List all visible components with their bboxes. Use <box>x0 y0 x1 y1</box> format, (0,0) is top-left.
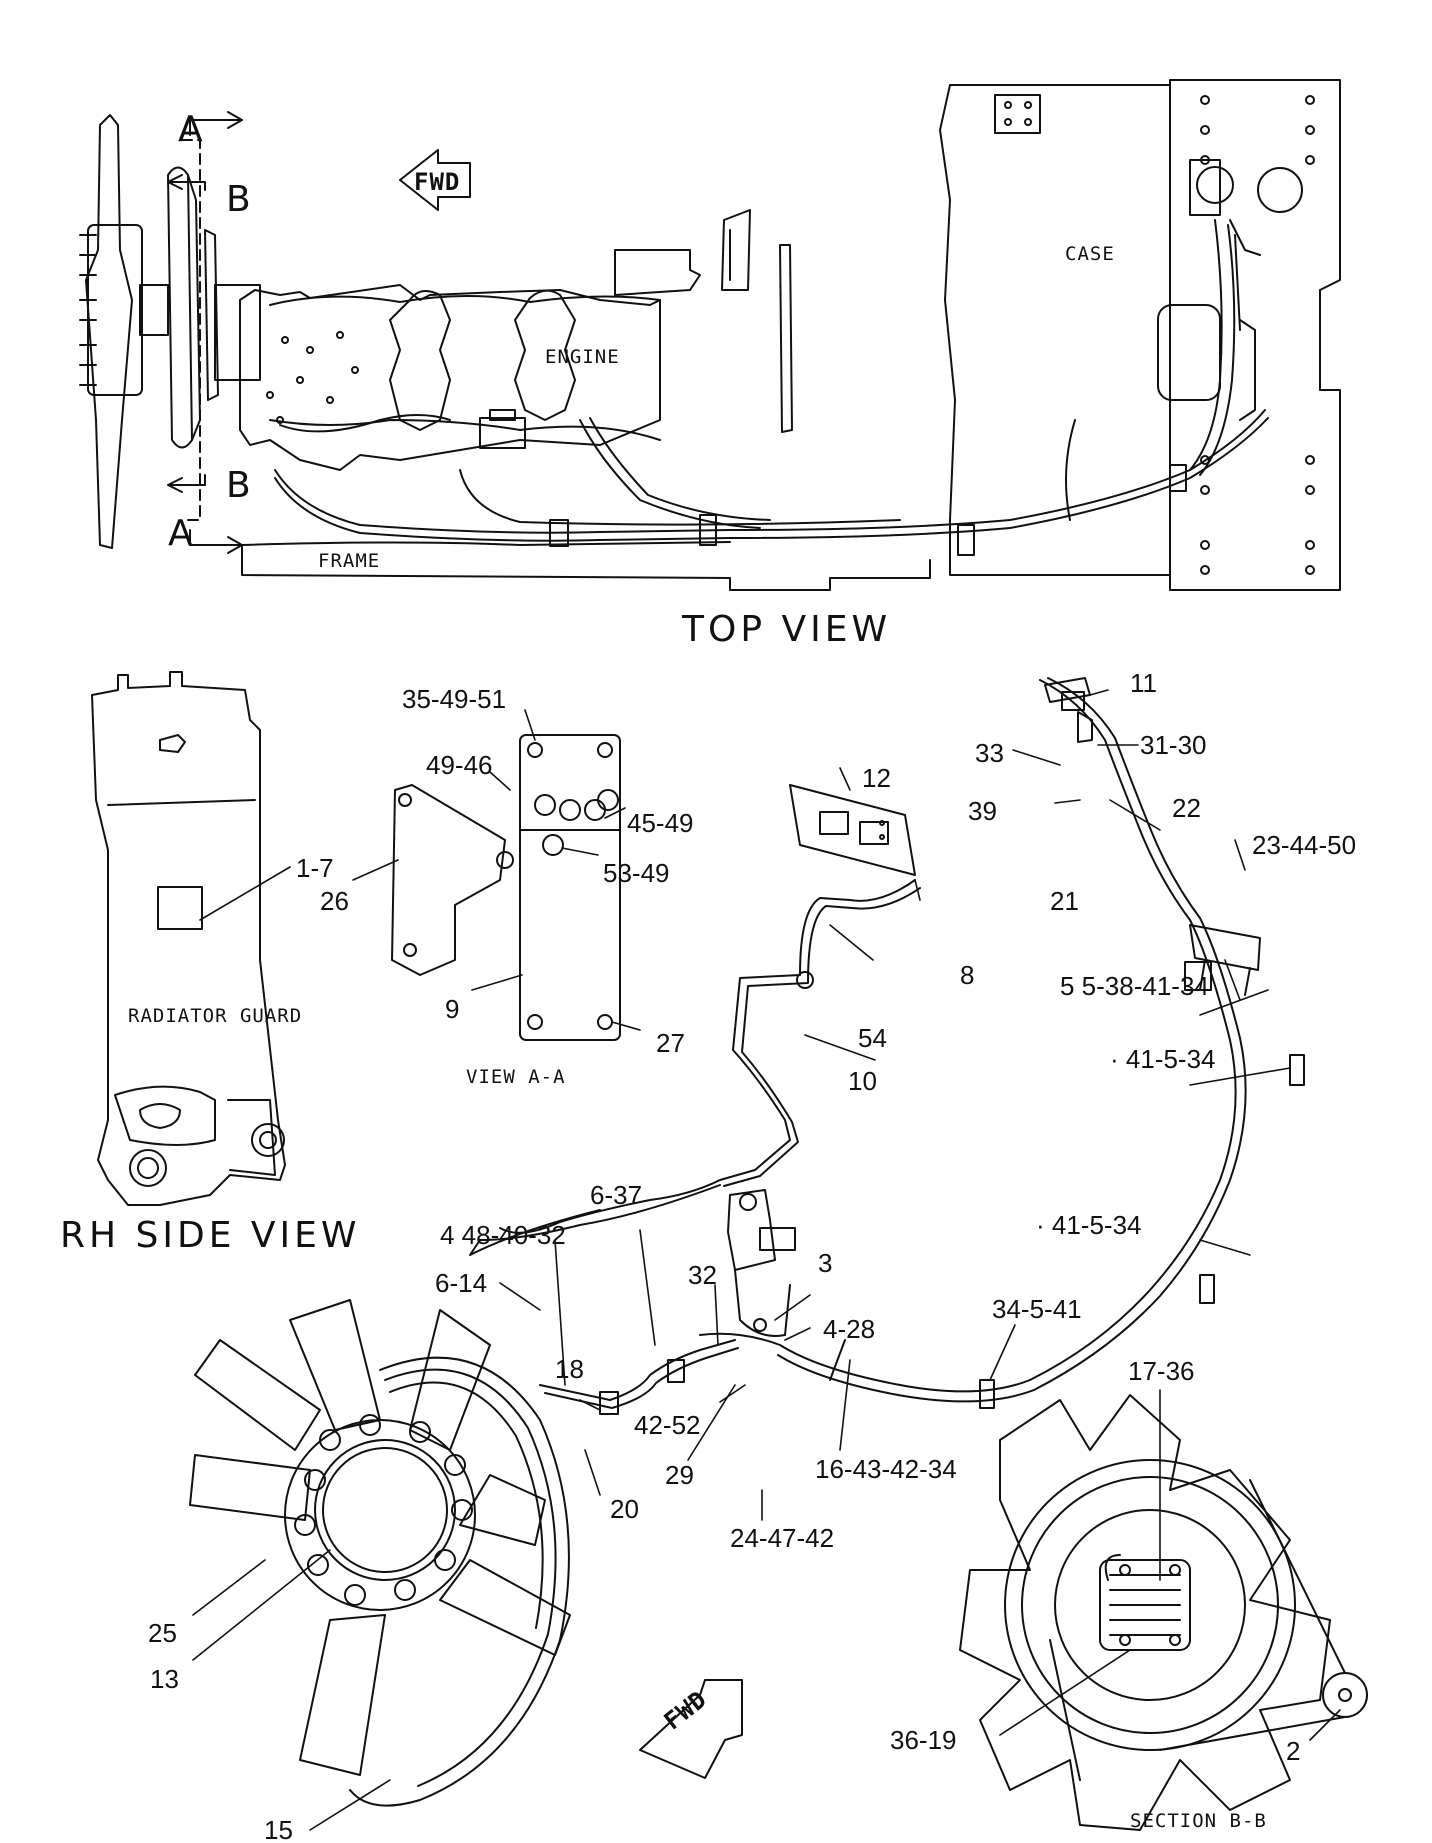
fan-blade-7 <box>300 1615 385 1775</box>
callout-17-36: 17-36 <box>1128 1356 1195 1386</box>
view-aa-plate <box>520 735 620 1040</box>
section-marker-b-bottom: B <box>226 465 255 506</box>
top-hose-a <box>275 410 1265 533</box>
line-18 <box>540 1340 735 1400</box>
callout-22: 22 <box>1172 793 1201 823</box>
section-marker-b-top: B <box>226 179 255 220</box>
callout-54: 54 <box>858 1023 887 1053</box>
callout-39: 39 <box>968 796 997 826</box>
hose-11 <box>700 680 1236 1391</box>
callout-12: 12 <box>862 763 891 793</box>
top-hose-b <box>460 470 900 525</box>
callout-31-30: 31-30 <box>1140 730 1207 760</box>
leader-lines <box>193 690 1340 1830</box>
bracket-23 <box>1190 925 1260 970</box>
section-bb-pulley-inner <box>1055 1510 1245 1700</box>
top-view-drawing <box>80 80 1340 590</box>
fan-blade-4 <box>190 1455 310 1520</box>
callout-18: 18 <box>555 1354 584 1384</box>
top-frame <box>242 545 930 590</box>
callout-26: 26 <box>320 886 349 916</box>
callout-3: 3 <box>818 1248 833 1278</box>
callout-27: 27 <box>656 1028 685 1058</box>
callout-15: 15 <box>264 1815 293 1843</box>
view-aa-title: VIEW A-A <box>466 1066 566 1088</box>
section-marker-a-bottom: A <box>168 513 197 554</box>
callout-32: 32 <box>688 1260 717 1290</box>
callout-25: 25 <box>148 1618 177 1648</box>
callout-10: 10 <box>848 1066 877 1096</box>
fwd-arrow-top <box>400 150 470 210</box>
callout-33: 33 <box>975 738 1004 768</box>
top-fan-blades <box>86 115 132 548</box>
fan-blade-1 <box>290 1300 380 1430</box>
rh-side-view-drawing <box>92 672 285 1205</box>
callout-6-37: 6-37 <box>590 1180 643 1210</box>
callout-41-5-34-a: · 41-5-34 <box>1110 1044 1216 1074</box>
case-label: CASE <box>1065 243 1115 265</box>
callout-16-43-42-34: 16-43-42-34 <box>815 1454 957 1484</box>
radiator-guard-outline <box>92 672 285 1205</box>
gasket-12 <box>790 785 915 875</box>
fan-assembly <box>190 1300 570 1806</box>
callout-6-14: 6-14 <box>435 1268 488 1298</box>
fan-blade-6 <box>440 1560 570 1655</box>
hose-routing <box>470 678 1304 1414</box>
section-bb-hub <box>1100 1560 1190 1650</box>
callout-1-7: 1-7 <box>296 853 334 883</box>
callout-20: 20 <box>610 1494 639 1524</box>
top-view-title: TOP VIEW <box>682 609 892 650</box>
fan-belt <box>350 1358 569 1806</box>
section-markers <box>168 112 242 553</box>
fan-blade-3 <box>195 1340 320 1450</box>
view-aa-bracket <box>392 785 505 975</box>
callout-4-28: 4-28 <box>823 1314 876 1344</box>
callout-8: 8 <box>960 960 975 990</box>
section-bb-drawing <box>960 1395 1367 1830</box>
engine-label: ENGINE <box>545 346 620 368</box>
callout-53-49: 53-49 <box>603 858 670 888</box>
line-10 <box>500 880 915 1233</box>
callout-23-44-50: 23-44-50 <box>1252 830 1357 860</box>
fan-hub-inner <box>315 1440 455 1580</box>
callout-48-40-32: 4 48-40-32 <box>440 1220 566 1250</box>
fwd-label-top: FWD <box>414 168 461 196</box>
callout-42-52: 42-52 <box>634 1410 701 1440</box>
callout-9: 9 <box>445 994 460 1024</box>
valve-3 <box>728 1190 775 1270</box>
callout-11: 11 <box>1130 668 1157 698</box>
section-bb-pulley-outer <box>1005 1460 1295 1750</box>
fan-hub-outer <box>285 1420 475 1610</box>
idler-pulley <box>1323 1673 1367 1717</box>
callout-49-46: 49-46 <box>426 750 493 780</box>
callout-21: 21 <box>1050 886 1079 916</box>
view-aa-drawing <box>392 735 620 1040</box>
section-bb-title: SECTION B-B <box>1130 1810 1267 1832</box>
frame-label: FRAME <box>318 550 381 572</box>
top-fan-hub <box>88 225 142 395</box>
callout-36-19: 36-19 <box>890 1725 957 1755</box>
callout-34-5-41: 34-5-41 <box>992 1294 1082 1324</box>
section-bb-blades <box>960 1395 1330 1830</box>
top-case <box>940 80 1340 590</box>
line-6-14 <box>470 1185 720 1255</box>
fwd-arrow-bottom <box>640 1680 742 1778</box>
callout-35-49-51: 35-49-51 <box>402 684 507 714</box>
top-fan-drive <box>168 168 192 448</box>
callout-2: 2 <box>1286 1736 1301 1766</box>
section-marker-a-top: A <box>178 109 207 150</box>
callout-13: 13 <box>150 1664 179 1694</box>
callout-41-5-34-b: · 41-5-34 <box>1036 1210 1142 1240</box>
rh-side-view-title: RH SIDE VIEW <box>60 1215 361 1256</box>
callout-24-47-42: 24-47-42 <box>730 1523 835 1553</box>
fan-blade-5 <box>460 1475 545 1545</box>
callout-45-49: 45-49 <box>627 808 694 838</box>
callout-5-38-41-34: 5 5-38-41-34 <box>1060 971 1209 1001</box>
callout-29: 29 <box>665 1460 694 1490</box>
radiator-guard-label: RADIATOR GUARD <box>128 1005 303 1027</box>
